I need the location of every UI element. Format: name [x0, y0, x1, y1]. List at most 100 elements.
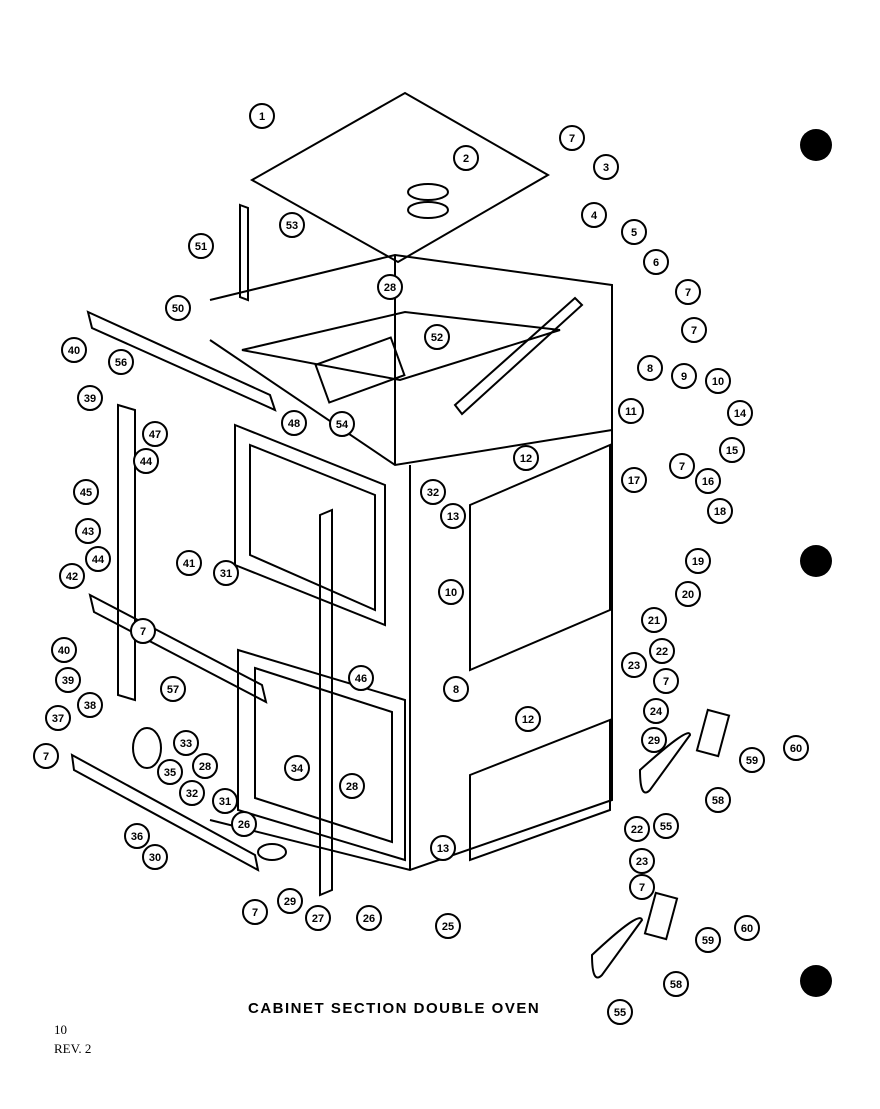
- callout-circle: [621, 467, 647, 493]
- callout-57: 57: [160, 676, 186, 702]
- callout-circle: [629, 874, 655, 900]
- callout-label: 17: [628, 475, 640, 487]
- callout-circle: [179, 780, 205, 806]
- callout-label: 10: [712, 376, 724, 388]
- callout-circle: [681, 317, 707, 343]
- callout-label: 47: [149, 429, 161, 441]
- callout-label: 9: [681, 371, 687, 383]
- callout-55: 55: [607, 999, 633, 1025]
- callout-54: 54: [329, 411, 355, 437]
- callout-circle: [192, 753, 218, 779]
- callout-label: 7: [663, 676, 669, 688]
- callout-label: 19: [692, 556, 704, 568]
- callout-28: 28: [339, 773, 365, 799]
- callout-circle: [281, 410, 307, 436]
- callout-56: 56: [108, 349, 134, 375]
- callout-label: 33: [180, 738, 192, 750]
- callout-7: 7: [559, 125, 585, 151]
- callout-4: 4: [581, 202, 607, 228]
- callout-circle: [515, 706, 541, 732]
- callout-label: 44: [140, 456, 153, 468]
- callout-label: 55: [614, 1007, 626, 1019]
- callout-32: 32: [179, 780, 205, 806]
- callout-48: 48: [281, 410, 307, 436]
- callout-label: 29: [284, 896, 296, 908]
- callout-label: 7: [252, 907, 258, 919]
- callout-label: 51: [195, 241, 207, 253]
- callout-label: 22: [656, 646, 668, 658]
- callout-label: 35: [164, 767, 176, 779]
- callout-label: 39: [84, 393, 96, 405]
- callout-circle: [430, 835, 456, 861]
- callout-5: 5: [621, 219, 647, 245]
- callout-7: 7: [33, 743, 59, 769]
- callout-12: 12: [513, 445, 539, 471]
- cabinet-line-art: [70, 91, 731, 979]
- callout-label: 36: [131, 831, 143, 843]
- callout-label: 26: [363, 913, 375, 925]
- callout-40: 40: [61, 337, 87, 363]
- callout-1: 1: [249, 103, 275, 129]
- callout-59: 59: [739, 747, 765, 773]
- callout-label: 43: [82, 526, 94, 538]
- callout-label: 24: [650, 706, 663, 718]
- callout-label: 29: [648, 735, 660, 747]
- callout-circle: [621, 652, 647, 678]
- callout-label: 32: [186, 788, 198, 800]
- callout-circle: [695, 468, 721, 494]
- callout-circle: [356, 905, 382, 931]
- callout-31: 31: [213, 560, 239, 586]
- callout-circle: [173, 730, 199, 756]
- callout-circle: [719, 437, 745, 463]
- callout-label: 58: [670, 979, 682, 991]
- callout-label: 46: [355, 673, 367, 685]
- callout-33: 33: [173, 730, 199, 756]
- callout-label: 22: [631, 824, 643, 836]
- callout-39: 39: [55, 667, 81, 693]
- callout-label: 34: [291, 763, 304, 775]
- callout-label: 4: [591, 210, 598, 222]
- callout-circle: [734, 915, 760, 941]
- callout-label: 23: [636, 856, 648, 868]
- callout-circle: [705, 787, 731, 813]
- punch-hole-bottom: [800, 965, 832, 997]
- callout-label: 39: [62, 675, 74, 687]
- callout-label: 18: [714, 506, 726, 518]
- callout-label: 8: [647, 363, 653, 375]
- callout-circle: [695, 927, 721, 953]
- callout-44: 44: [85, 546, 111, 572]
- callout-17: 17: [621, 467, 647, 493]
- callout-label: 13: [447, 511, 459, 523]
- callout-circle: [653, 813, 679, 839]
- callout-circle: [629, 848, 655, 874]
- callout-label: 45: [80, 487, 92, 499]
- callout-label: 31: [219, 796, 231, 808]
- callout-circle: [85, 546, 111, 572]
- callout-label: 40: [58, 645, 70, 657]
- punch-hole-top: [800, 129, 832, 161]
- callout-label: 13: [437, 843, 449, 855]
- callout-circle: [643, 698, 669, 724]
- callout-label: 15: [726, 445, 738, 457]
- callout-60: 60: [783, 735, 809, 761]
- callout-label: 54: [336, 419, 349, 431]
- callout-41: 41: [176, 550, 202, 576]
- callout-circle: [663, 971, 689, 997]
- callout-circle: [165, 295, 191, 321]
- callout-circle: [443, 676, 469, 702]
- callout-12: 12: [515, 706, 541, 732]
- callout-26: 26: [231, 811, 257, 837]
- callout-20: 20: [675, 581, 701, 607]
- callout-27: 27: [305, 905, 331, 931]
- callout-label: 11: [625, 406, 637, 418]
- callout-circle: [284, 755, 310, 781]
- callout-circle: [440, 503, 466, 529]
- callout-label: 41: [183, 558, 195, 570]
- callout-label: 7: [691, 325, 697, 337]
- callout-circle: [727, 400, 753, 426]
- callout-28: 28: [377, 274, 403, 300]
- callout-label: 27: [312, 913, 324, 925]
- callout-circle: [213, 560, 239, 586]
- callout-circle: [45, 705, 71, 731]
- callout-label: 28: [346, 781, 358, 793]
